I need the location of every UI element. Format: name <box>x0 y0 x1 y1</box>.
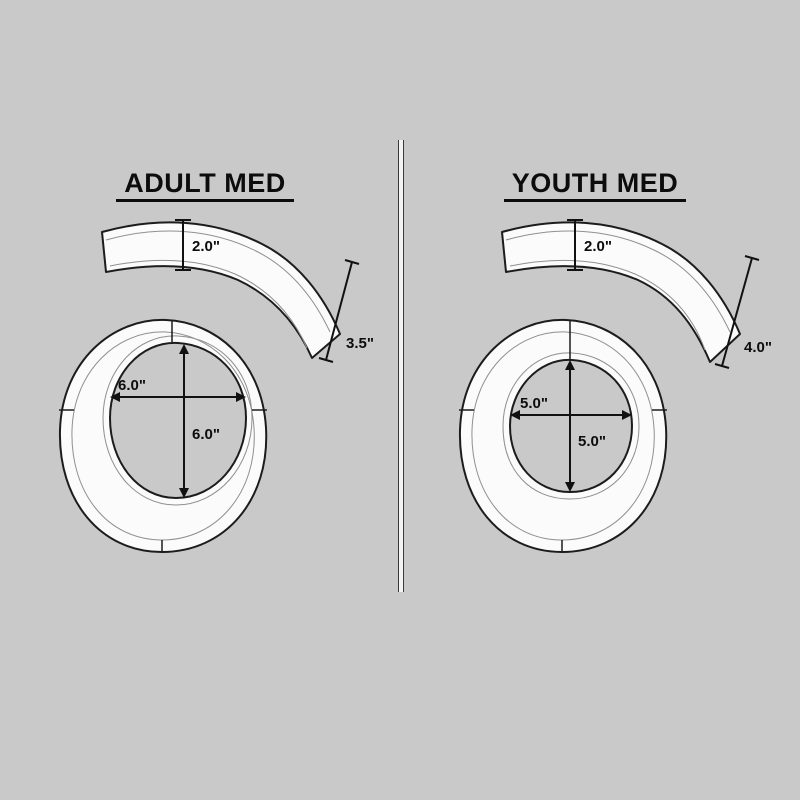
adult-band-end-label: 3.5" <box>346 335 374 352</box>
adult-band-inner-top-line <box>105 230 331 333</box>
adult-opening-height-measure: 6.0" <box>179 344 220 498</box>
adult-opening-outline <box>102 335 253 506</box>
youth-band-inner-bottom-line <box>509 259 706 351</box>
youth-title: YOUTH MED <box>512 168 679 198</box>
youth-panel: YOUTH MED 2.0" 4.0" <box>458 168 772 553</box>
youth-band-drawing <box>501 221 741 363</box>
youth-ring-drawing <box>458 318 668 553</box>
youth-title-underline <box>504 199 686 202</box>
adult-opening-width-measure: 6.0" <box>110 377 246 402</box>
youth-band-end-measure: 4.0" <box>714 255 772 369</box>
youth-band-shape <box>501 221 741 363</box>
adult-band-end-measure: 3.5" <box>318 259 374 363</box>
youth-band-thickness-label: 2.0" <box>584 238 612 255</box>
adult-opening-width-label: 6.0" <box>118 377 146 394</box>
youth-opening-height-measure: 5.0" <box>565 360 606 492</box>
adult-title: ADULT MED <box>124 168 285 198</box>
adult-ring-drawing <box>58 318 268 553</box>
panel-divider <box>398 140 404 592</box>
youth-band-end-label: 4.0" <box>744 339 772 356</box>
adult-band-thickness-label: 2.0" <box>192 238 220 255</box>
adult-band-thickness-measure: 2.0" <box>175 219 220 271</box>
youth-ring-shape <box>458 318 668 553</box>
adult-band-inner-bottom-line <box>109 259 308 349</box>
adult-title-underline <box>116 199 294 202</box>
adult-panel: ADULT MED 2.0" 3.5" <box>58 168 374 553</box>
adult-ring-shape <box>58 318 268 553</box>
youth-opening-width-measure: 5.0" <box>510 395 632 420</box>
adult-band-drawing <box>101 221 341 359</box>
adult-opening-height-label: 6.0" <box>192 426 220 443</box>
youth-band-inner-top-line <box>505 230 731 333</box>
youth-opening-outline <box>502 352 640 500</box>
adult-band-shape <box>101 221 341 359</box>
youth-opening-width-label: 5.0" <box>520 395 548 412</box>
youth-band-thickness-measure: 2.0" <box>567 219 612 271</box>
youth-opening-height-label: 5.0" <box>578 433 606 450</box>
